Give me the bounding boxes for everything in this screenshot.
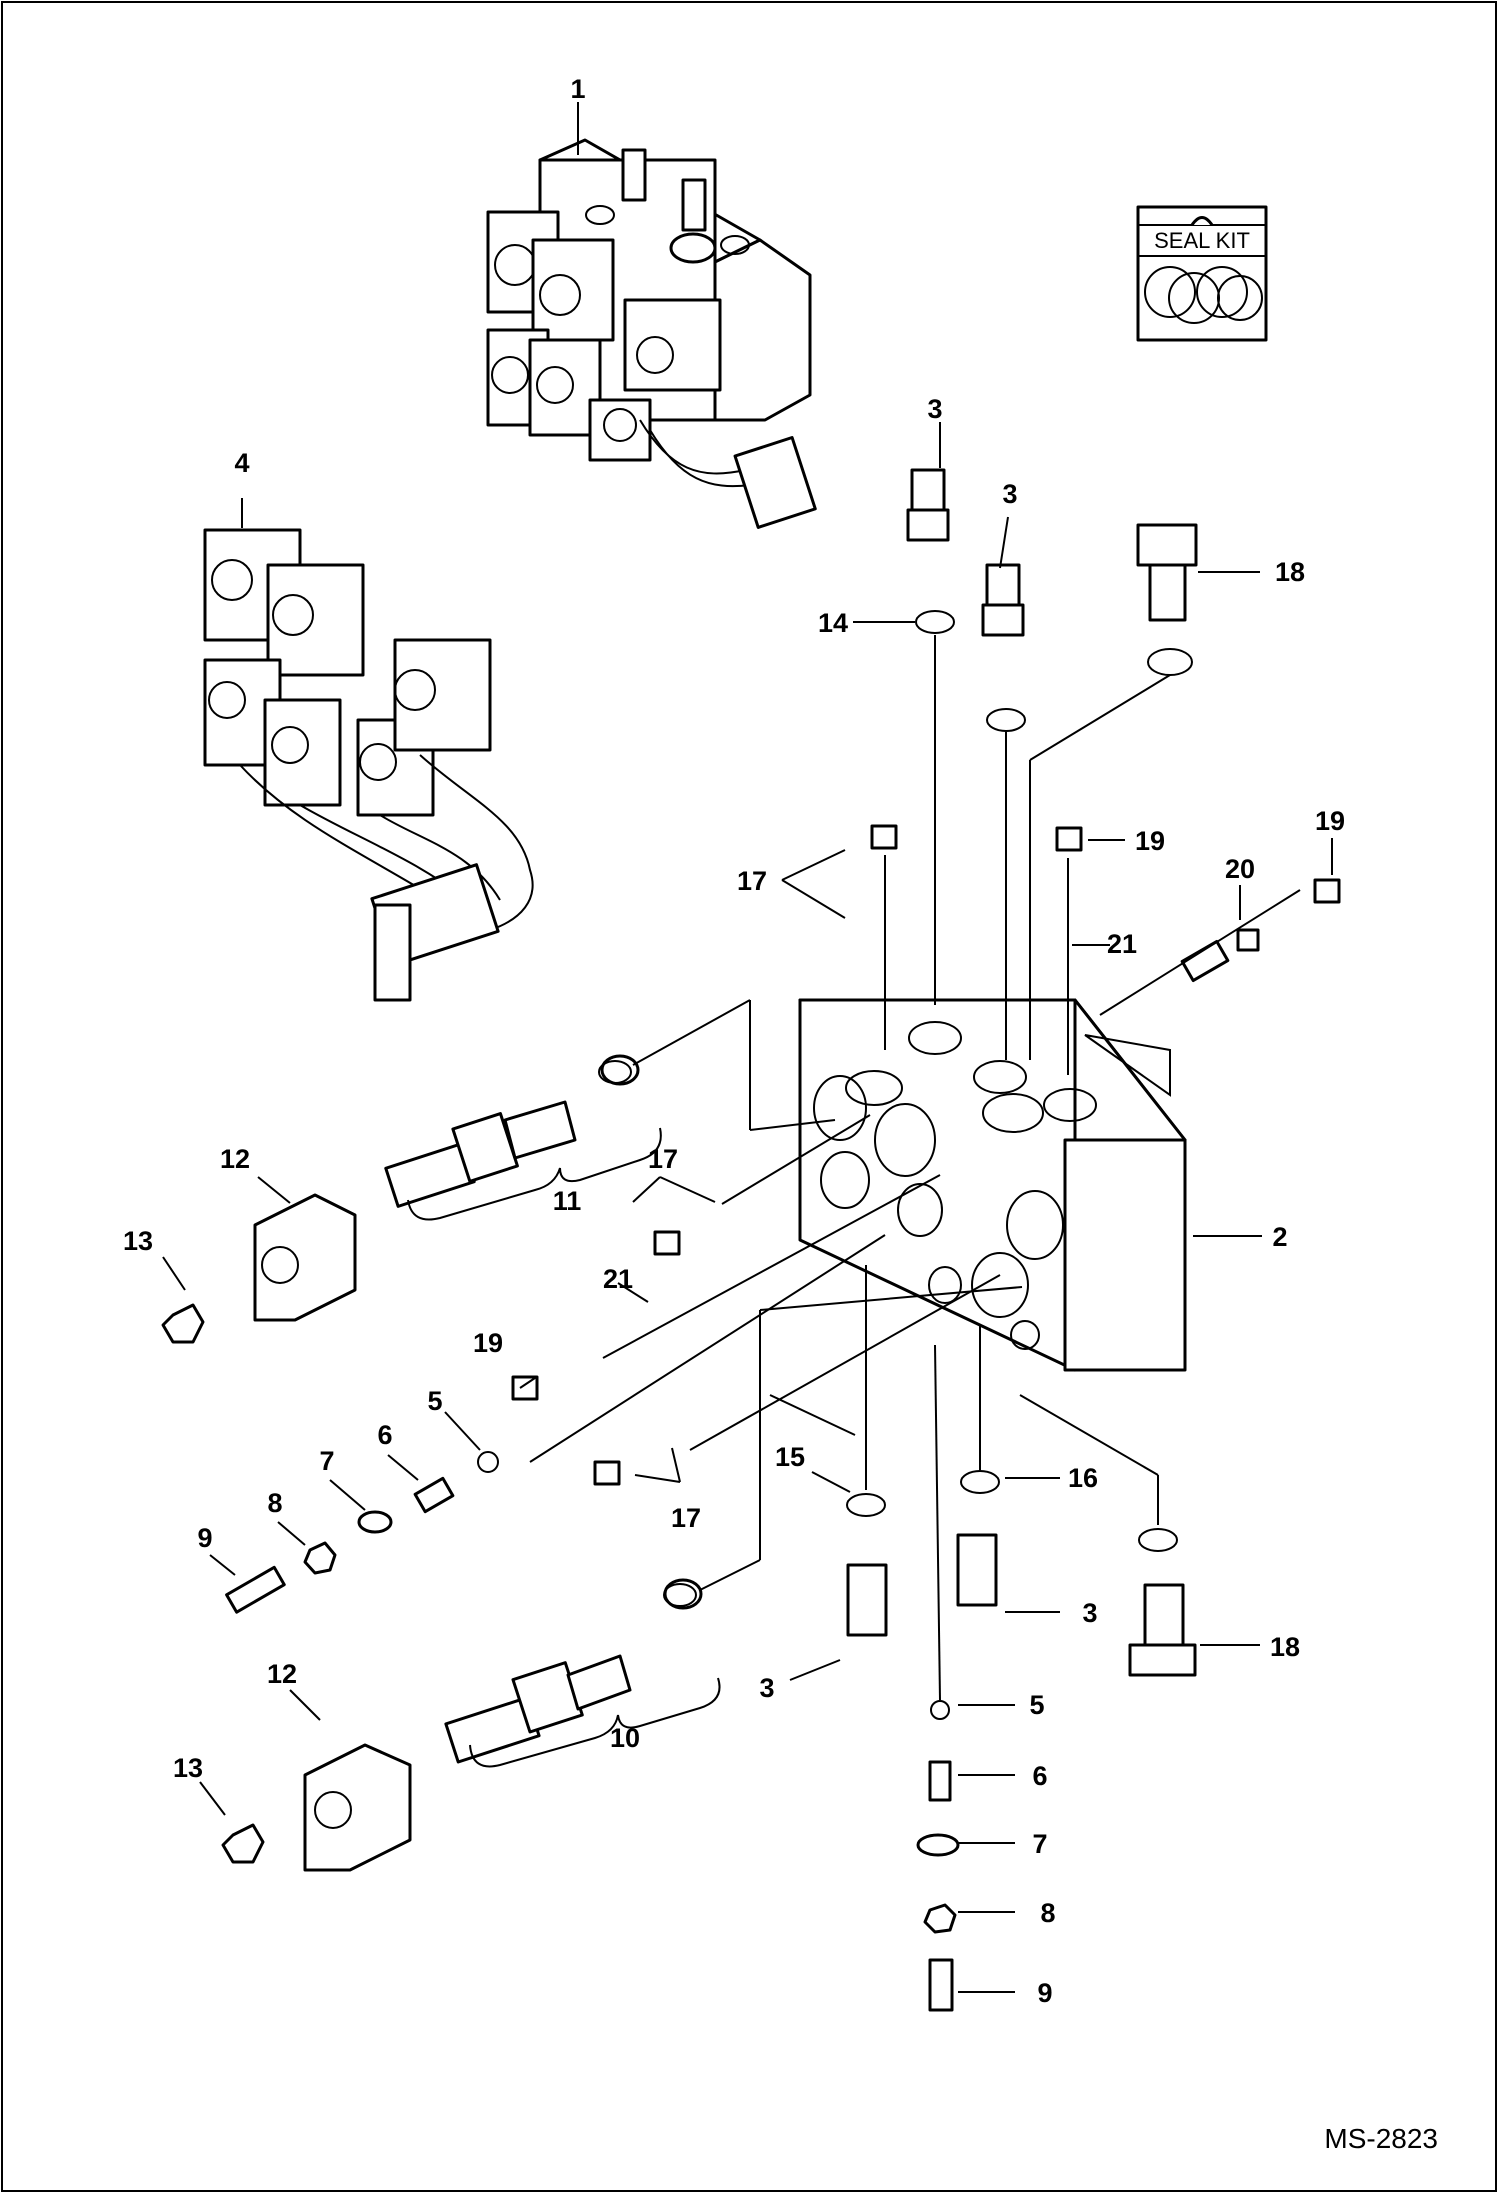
callout-20: 20 — [1225, 854, 1255, 884]
callout-13: 13 — [123, 1226, 153, 1256]
callout-3: 3 — [759, 1673, 774, 1703]
callout-17: 17 — [671, 1503, 701, 1533]
callout-5: 5 — [427, 1386, 442, 1416]
callout-18: 18 — [1270, 1632, 1300, 1662]
callout-21: 21 — [1107, 929, 1137, 959]
callout-8: 8 — [267, 1488, 282, 1518]
callout-9: 9 — [197, 1523, 212, 1553]
callout-3: 3 — [1002, 479, 1017, 509]
callout-7: 7 — [1032, 1829, 1047, 1859]
coil-12-upper-illustration — [161, 1193, 357, 1344]
bracket-11 — [407, 1127, 662, 1221]
callout-2: 2 — [1272, 1222, 1287, 1252]
callout-9: 9 — [1037, 1978, 1052, 2008]
callout-12: 12 — [220, 1144, 250, 1174]
callout-5: 5 — [1029, 1690, 1044, 1720]
valve-block-illustration — [798, 998, 1187, 1372]
callout-19: 19 — [1315, 806, 1345, 836]
callout-17: 17 — [737, 866, 767, 896]
callout-15: 15 — [775, 1442, 805, 1472]
callout-12: 12 — [267, 1659, 297, 1689]
leader-lines — [162, 102, 1333, 1993]
callout-7: 7 — [319, 1446, 334, 1476]
callout-16: 16 — [1068, 1463, 1098, 1493]
seal-kit-label: SEAL KIT — [1154, 228, 1250, 253]
callout-19: 19 — [473, 1328, 503, 1358]
callout-6: 6 — [1032, 1761, 1047, 1791]
callout-8: 8 — [1040, 1898, 1055, 1928]
coil-12-lower-illustration — [221, 1743, 412, 1872]
bracket-10 — [469, 1677, 721, 1768]
callout-labels: 1 2 3 3 3 3 4 5 5 6 6 7 7 8 8 9 9 10 11 … — [123, 74, 1345, 2008]
callout-18: 18 — [1275, 557, 1305, 587]
seal-kit-icon: SEAL KIT — [1136, 205, 1268, 342]
callout-11: 11 — [553, 1186, 582, 1216]
callout-21: 21 — [603, 1264, 633, 1294]
cartridge-11-illustration — [384, 1054, 640, 1208]
callout-17: 17 — [648, 1144, 678, 1174]
callout-3: 3 — [1082, 1598, 1097, 1628]
diagram-code: MS-2823 — [1324, 2123, 1438, 2154]
small-hardware-illustration — [225, 468, 1341, 2012]
callout-3: 3 — [927, 394, 942, 424]
coil-harness-illustration — [203, 528, 534, 1002]
callout-14: 14 — [818, 608, 848, 638]
cartridge-10-illustration — [444, 1578, 703, 1764]
callout-4: 4 — [234, 448, 249, 478]
callout-19: 19 — [1135, 826, 1165, 856]
callout-1: 1 — [570, 74, 585, 104]
callout-6: 6 — [377, 1420, 392, 1450]
callout-13: 13 — [173, 1753, 203, 1783]
callout-10: 10 — [610, 1723, 640, 1753]
assembled-valve-illustration — [486, 138, 817, 529]
